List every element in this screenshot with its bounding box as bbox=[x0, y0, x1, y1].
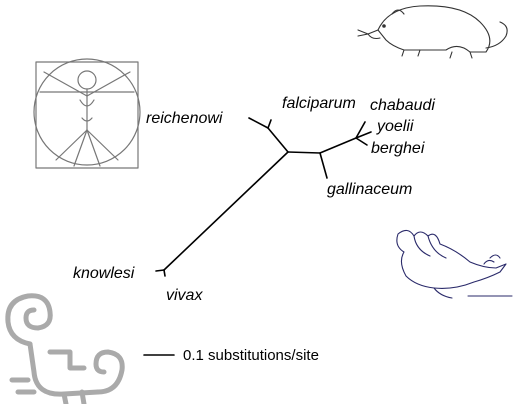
branch-reichenowi bbox=[248, 117, 269, 129]
leaf-label-yoelii: yoelii bbox=[376, 118, 414, 135]
leaf-label-gallinaceum: gallinaceum bbox=[327, 181, 412, 198]
rat-icon bbox=[357, 5, 508, 59]
branch-falciparum-clade bbox=[267, 127, 289, 153]
branch-knowlesi bbox=[155, 269, 165, 272]
branch-vivax bbox=[163, 269, 166, 277]
scale-bar-label: 0.1 substitutions/site bbox=[183, 347, 319, 364]
leaf-label-vivax: vivax bbox=[166, 287, 203, 304]
leaf-label-knowlesi: knowlesi bbox=[73, 265, 135, 282]
leaf-label-berghei: berghei bbox=[371, 140, 425, 157]
branch-falciparum bbox=[267, 119, 272, 129]
dove-icon bbox=[396, 229, 513, 299]
leaf-label-chabaudi: chabaudi bbox=[370, 97, 435, 114]
vitruvian-man-icon bbox=[33, 58, 141, 169]
leaf-label-reichenowi: reichenowi bbox=[146, 110, 223, 127]
branch-rodent-avian bbox=[287, 151, 321, 154]
branch-rodent-clade bbox=[319, 137, 357, 154]
branch-berghei bbox=[355, 137, 368, 146]
branch-backbone bbox=[163, 151, 289, 271]
branch-chabaudi bbox=[355, 121, 366, 139]
branch-gallinaceum bbox=[319, 152, 328, 179]
nazca-monkey-icon bbox=[5, 293, 125, 404]
branch-yoelii bbox=[355, 131, 372, 139]
leaf-label-falciparum: falciparum bbox=[282, 95, 356, 112]
tree-branches bbox=[155, 117, 372, 277]
